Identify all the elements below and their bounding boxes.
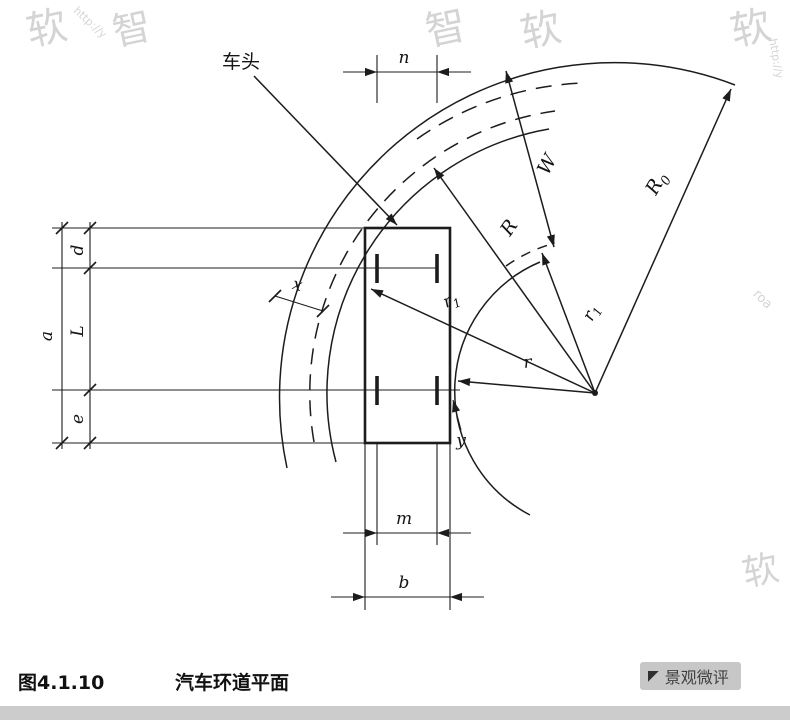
ring-road-plan-diagram: 车头 n m b a d L e x y r W R R0 r1 r1 — [37, 48, 736, 610]
label-e: e — [68, 414, 88, 424]
label-r1-inner: r1 — [579, 301, 606, 325]
dimension-n — [343, 67, 471, 77]
extension-lines — [52, 55, 460, 610]
radius-R-arrow — [433, 167, 596, 394]
publisher-badge: ◤ 景观微评 — [640, 662, 741, 690]
dim-line-x — [274, 295, 324, 312]
arrowhead — [385, 213, 397, 225]
arrowhead — [365, 67, 377, 77]
radius-arrows — [370, 70, 732, 396]
arrowhead — [365, 528, 377, 538]
arrowhead — [452, 400, 461, 413]
vehicle-outline — [363, 226, 452, 445]
dim-tick — [83, 383, 97, 397]
width-W-arrow — [505, 70, 555, 248]
dimension-left-group — [55, 221, 97, 450]
dim-tick — [83, 221, 97, 235]
publisher-badge-label: 景观微评 — [664, 668, 729, 687]
arrowhead — [437, 528, 449, 538]
figure-title: 汽车环道平面 — [175, 672, 290, 694]
radius-r1-wheel-arrow — [370, 288, 596, 394]
dimension-x — [268, 289, 330, 318]
dimension-m — [343, 528, 471, 538]
label-R: R — [496, 216, 523, 241]
label-r1-wheel: r1 — [440, 288, 463, 315]
label-R0: R0 — [641, 168, 675, 201]
arrowhead — [434, 168, 445, 181]
dimension-y — [452, 399, 462, 431]
arrowhead — [542, 253, 551, 266]
label-r: r — [523, 352, 534, 373]
dim-tick — [316, 304, 330, 318]
dim-tick — [55, 221, 69, 235]
figure-number: 图4.1.10 — [18, 672, 105, 694]
mid-ring-arc — [326, 128, 550, 463]
radius-r1-inner-arrow — [541, 252, 596, 394]
label-L: L — [68, 325, 88, 337]
ring-arcs — [278, 61, 736, 516]
label-y: y — [455, 431, 466, 451]
dim-tick — [55, 436, 69, 450]
label-m: m — [396, 509, 412, 529]
label-n: n — [399, 48, 410, 68]
triangle-logo-icon: ◤ — [648, 668, 659, 684]
vehicle-path-dashed-arc — [309, 110, 556, 443]
label-a: a — [37, 331, 57, 341]
label-x: x — [290, 274, 305, 296]
arrowhead — [437, 67, 449, 77]
dim-tick — [268, 289, 282, 303]
vehicle-front-label: 车头 — [222, 51, 260, 73]
radius-R0-arrow — [594, 88, 732, 394]
vehicle — [363, 226, 452, 445]
dim-tick — [83, 436, 97, 450]
arrowhead — [458, 377, 471, 387]
label-d: d — [68, 244, 88, 255]
arrowhead — [450, 592, 462, 602]
bottom-strip — [0, 706, 790, 720]
leader-line — [253, 75, 398, 226]
label-W: W — [533, 149, 562, 178]
inner-dashed-arc — [505, 242, 556, 267]
outer-dashed-arc — [416, 82, 585, 140]
inner-ring-arc — [453, 261, 541, 516]
arrowhead — [371, 289, 384, 298]
arrowhead — [353, 592, 365, 602]
label-b: b — [399, 573, 410, 593]
dim-tick — [83, 261, 97, 275]
arrowhead — [505, 71, 514, 84]
outer-ring-arc — [278, 61, 736, 469]
radius-r-arrow — [457, 380, 596, 394]
vehicle-front-leader — [253, 75, 398, 226]
diagram-labels: 车头 n m b a d L e x y r W R R0 r1 r1 — [37, 48, 675, 593]
dimension-b — [331, 592, 484, 602]
arrowhead — [722, 89, 731, 102]
arrowhead — [546, 234, 555, 247]
